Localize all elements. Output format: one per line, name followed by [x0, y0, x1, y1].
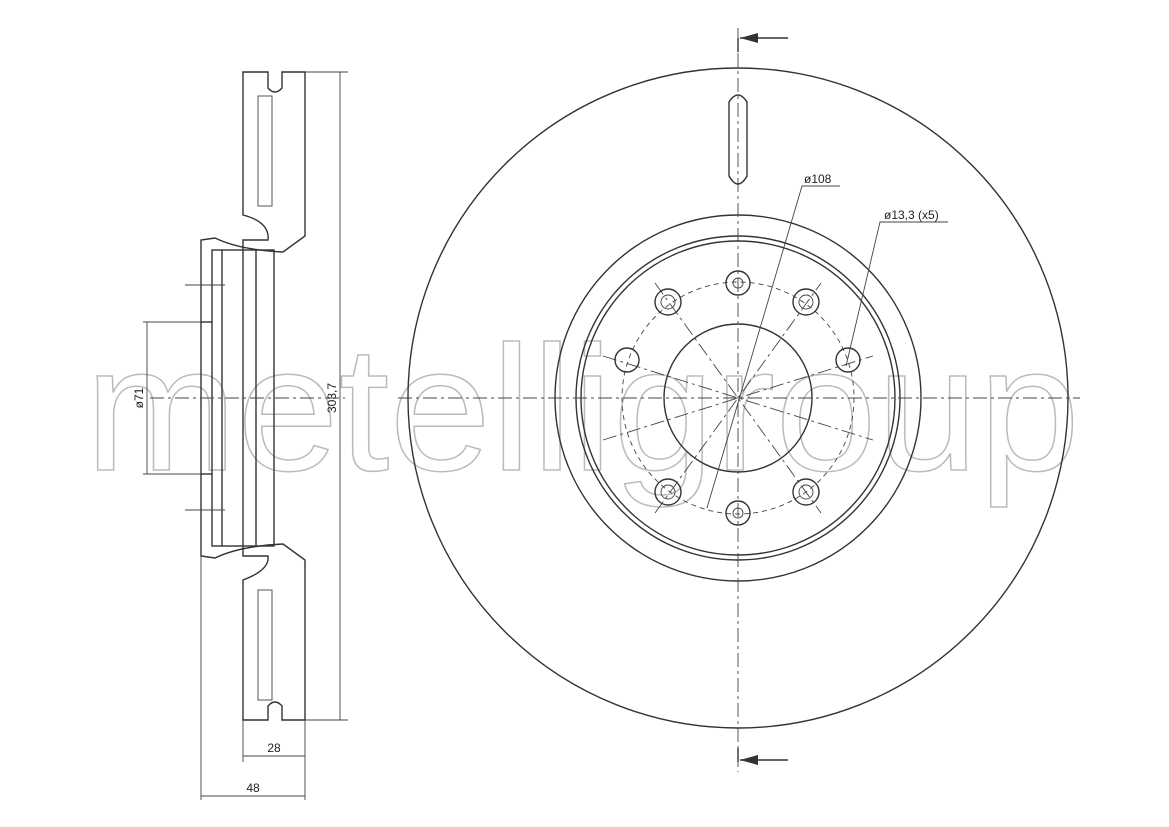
watermark-logo: metelligroup	[85, 309, 1080, 508]
bolt-hole-leader	[845, 221, 948, 367]
front-view: ø108 ø13,3 (x5)	[398, 28, 1080, 772]
vent-channel-top	[257, 95, 273, 207]
thickness-label: 28	[267, 741, 281, 755]
bolt-hole-label: ø13,3 (x5)	[884, 208, 939, 222]
bolt-circle-label: ø108	[804, 172, 832, 186]
side-section-view: 303,7 ø71 28 48	[132, 71, 348, 800]
vent-channel-bottom	[257, 589, 273, 701]
section-arrow-top	[737, 37, 788, 52]
disc-cross-section	[200, 71, 306, 721]
center-bore-label: ø71	[132, 387, 146, 408]
radial-centerlines	[602, 282, 874, 514]
bolt-circle-leader	[706, 185, 840, 509]
height-label: 48	[246, 781, 260, 795]
wear-slot	[728, 94, 748, 185]
section-arrowhead-bottom	[740, 755, 758, 765]
section-arrowhead-top	[740, 33, 758, 43]
outer-diameter-label: 303,7	[325, 383, 339, 413]
bolt-holes	[614, 270, 861, 526]
